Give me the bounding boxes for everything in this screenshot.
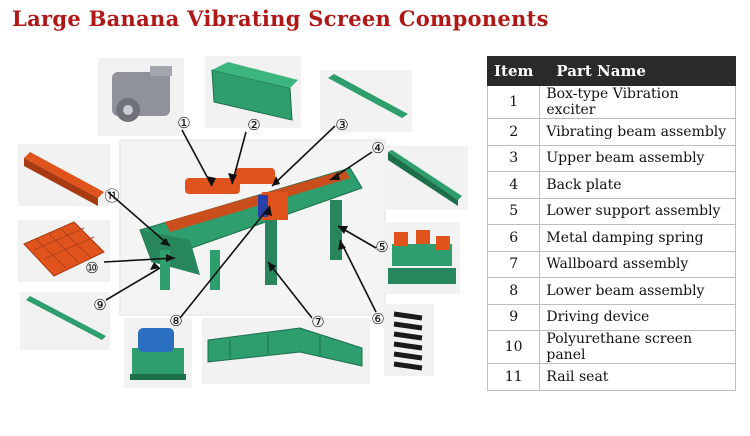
row-num: 9 [486,303,541,331]
table-header-row: Item Part Name [486,56,736,86]
callout-10: ⑩ [85,259,98,277]
row-num: 11 [486,363,541,391]
row-num: 10 [486,330,541,364]
callout-8: ⑧ [169,312,182,330]
row-num: 8 [486,277,541,305]
row-part-name: Box-type Vibration exciter [539,85,736,119]
callout-1: ① [177,114,190,132]
row-part-name: Upper beam assembly [539,144,736,172]
row-part-name: Rail seat [539,363,736,391]
callout-7: ⑦ [311,313,324,331]
part-lower-support-thumb [384,222,460,294]
row-part-name: Lower beam assembly [539,277,736,305]
part-driving-device-thumb [124,318,192,388]
row-num: 4 [486,171,541,199]
row-part-name: Wallboard assembly [539,250,736,278]
part-upper-beam-thumb [320,70,412,132]
leader-arrowheads [150,172,348,272]
callout-9: ⑨ [93,296,106,314]
row-num: 7 [486,250,541,278]
callout-11: ⑪ [104,187,119,205]
callout-4: ④ [371,139,384,157]
row-part-name: Back plate [539,171,736,199]
callout-2: ② [247,116,260,134]
part-wallboard-thumb [202,318,370,384]
row-part-name: Lower support assembly [539,197,736,225]
row-part-name: Metal damping spring [539,224,736,252]
row-num: 1 [486,85,541,119]
row-part-name: Driving device [539,303,736,331]
row-part-name: Polyurethane screen panel [539,330,736,364]
header-item: Item [486,56,541,86]
row-num: 6 [486,224,541,252]
row-num: 2 [486,118,541,146]
callout-5: ⑤ [375,238,388,256]
row-num: 3 [486,144,541,172]
part-vibrating-beam-thumb [205,56,301,128]
part-back-plate-thumb [384,146,468,210]
row-part-name: Vibrating beam assembly [539,118,736,146]
callout-6: ⑥ [371,310,384,328]
header-part-name: Part Name [539,56,736,86]
part-screen-panel-thumb [18,220,110,282]
row-num: 5 [486,197,541,225]
page-title: Large Banana Vibrating Screen Components [12,6,549,31]
part-exciter-thumb [98,58,184,136]
callout-3: ③ [335,116,348,134]
part-damping-spring-thumb [384,304,434,376]
part-rail-seat-thumb [18,144,110,206]
part-lower-beam-thumb [20,292,110,350]
